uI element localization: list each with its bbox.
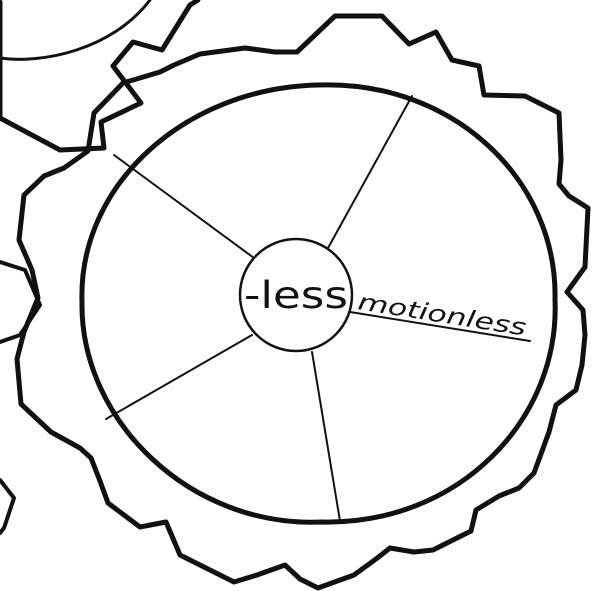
spoke-line-upper-right — [328, 96, 412, 248]
spoke-line-lower-left — [106, 335, 252, 419]
spoke-label-right: motionless — [356, 289, 528, 341]
spoke-line-upper-left — [114, 155, 254, 258]
spoke-line-lower-right — [312, 352, 340, 521]
hub-label: -less — [244, 274, 348, 317]
upper-left-partial-gear — [0, 0, 198, 150]
